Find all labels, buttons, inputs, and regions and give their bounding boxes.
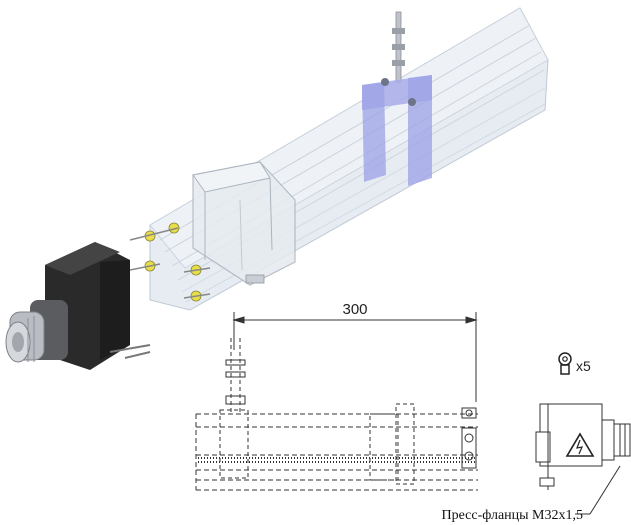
side-busway-inner-dots bbox=[198, 457, 476, 463]
gland-leader-line bbox=[575, 465, 621, 515]
side-hanger-clamp bbox=[219, 409, 249, 479]
end-view-drawing bbox=[535, 403, 631, 490]
ring-terminal-lug-icon bbox=[558, 352, 572, 375]
gland-caption: Пресс-фланцы M32x1,5 bbox=[441, 508, 583, 523]
busway-3d-illustration bbox=[5, 7, 549, 370]
side-end-terminals bbox=[461, 407, 477, 469]
lug-quantity-label: x5 bbox=[576, 358, 591, 374]
conductor-terminals bbox=[129, 222, 211, 302]
hanger-bracket bbox=[362, 11, 432, 186]
warning-triangle-icon bbox=[565, 432, 595, 457]
cable-gland bbox=[5, 300, 68, 363]
joint-cover bbox=[192, 161, 296, 286]
side-view-drawing bbox=[195, 312, 478, 491]
dimension-label: 300 bbox=[342, 301, 367, 318]
side-hanger-rod bbox=[225, 338, 246, 412]
side-joint-cover bbox=[369, 413, 399, 481]
busway-trunk bbox=[149, 7, 549, 311]
side-busway-body bbox=[195, 413, 478, 491]
side-joint-cover-back bbox=[395, 403, 415, 485]
dimension-300 bbox=[232, 312, 478, 402]
